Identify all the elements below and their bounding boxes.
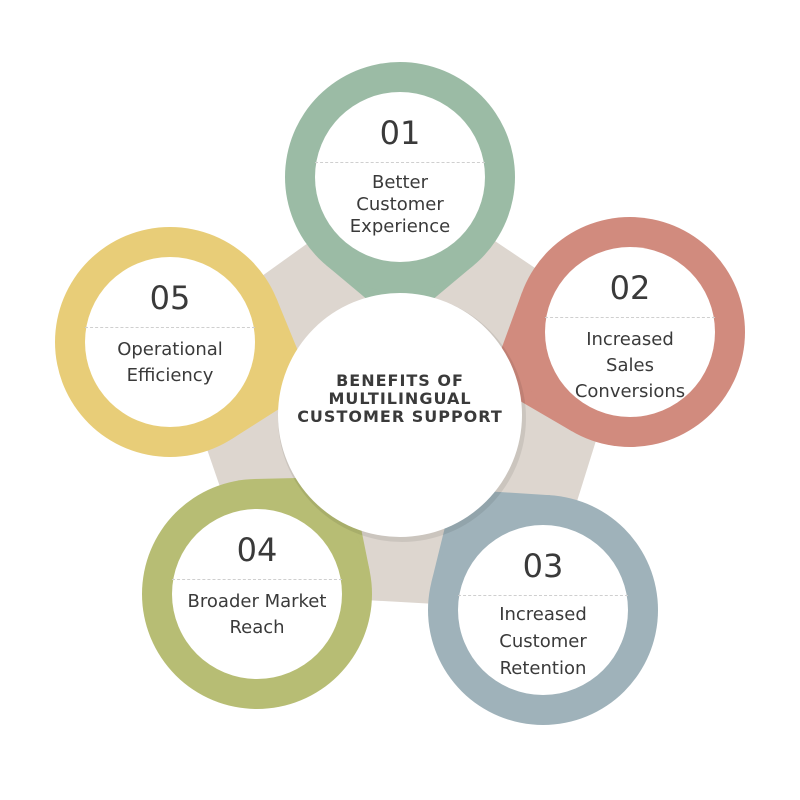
benefit-node-02: 02 Increased Sales Conversions [545, 247, 715, 417]
benefit-number: 04 [236, 531, 278, 569]
benefit-node-04: 04 Broader Market Reach [172, 509, 342, 679]
benefit-label: Better Customer Experience [349, 172, 451, 237]
divider [85, 327, 255, 328]
benefit-number: 01 [379, 114, 421, 152]
center-title-line: BENEFITS OF [336, 371, 464, 390]
benefit-number: 02 [609, 269, 651, 307]
ring-inner [85, 257, 255, 427]
center-title: BENEFITS OF MULTILINGUAL CUSTOMER SUPPOR… [280, 372, 520, 426]
ring-inner [315, 92, 485, 262]
benefit-number: 05 [149, 279, 191, 317]
ring-inner [172, 509, 342, 679]
benefit-node-03: 03 Increased Customer Retention [458, 525, 628, 695]
center-circle [278, 293, 522, 537]
divider [458, 595, 628, 596]
benefit-number: 03 [522, 547, 564, 585]
center-title-line: CUSTOMER SUPPORT [297, 407, 503, 426]
benefit-label: Broader Market Reach [187, 591, 327, 638]
benefit-node-05: 05 Operational Efficiency [85, 257, 255, 427]
ring-inner [545, 247, 715, 417]
benefit-node-01: 01 Better Customer Experience [315, 92, 485, 262]
divider [172, 579, 342, 580]
benefit-label: Increased Customer Retention [499, 604, 587, 679]
divider [545, 317, 715, 318]
center-title-line: MULTILINGUAL [328, 389, 472, 408]
ring-inner [458, 525, 628, 695]
benefit-label: Operational Efficiency [117, 339, 223, 386]
divider [315, 162, 485, 163]
benefit-label: Increased Sales Conversions [574, 329, 686, 402]
